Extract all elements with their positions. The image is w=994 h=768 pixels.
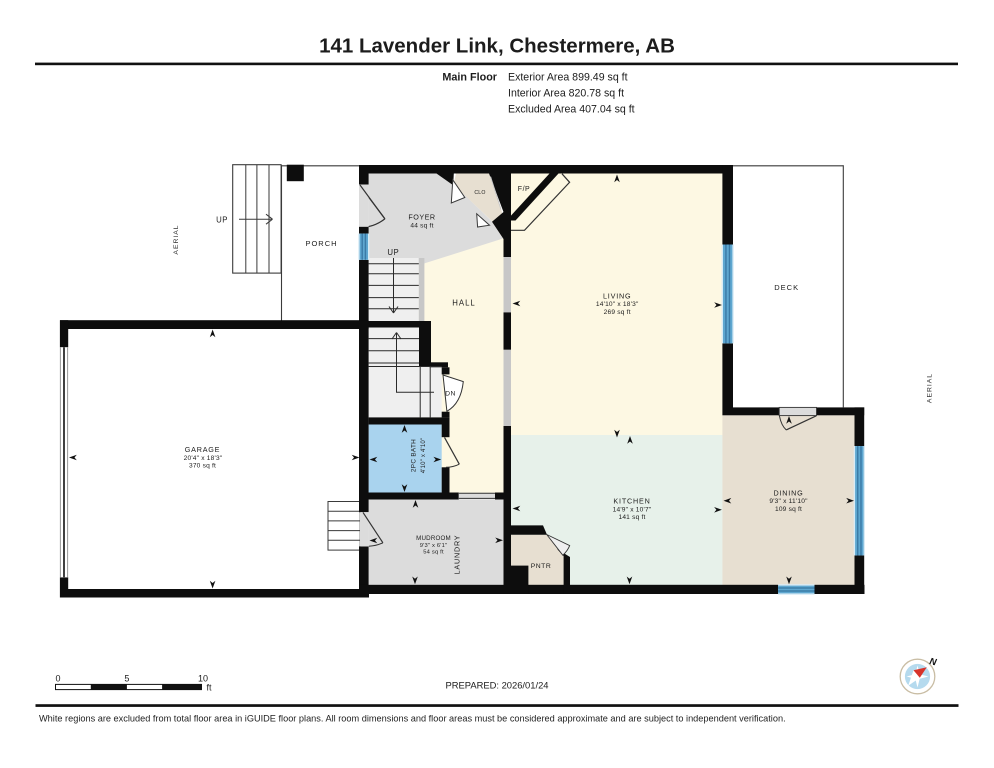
svg-text:9'3" x 11'10": 9'3" x 11'10" — [769, 498, 808, 505]
svg-text:FOYER: FOYER — [408, 213, 435, 222]
svg-text:PREPARED: 2026/01/24: PREPARED: 2026/01/24 — [445, 679, 548, 690]
svg-text:F/P: F/P — [518, 186, 530, 193]
svg-text:DINING: DINING — [774, 488, 804, 497]
svg-text:20'4" x 18'3": 20'4" x 18'3" — [184, 455, 223, 462]
svg-text:370 sq ft: 370 sq ft — [189, 463, 216, 470]
svg-text:141 Lavender Link, Chestermere: 141 Lavender Link, Chestermere, AB — [319, 35, 675, 58]
svg-text:54 sq ft: 54 sq ft — [423, 549, 444, 555]
svg-text:PORCH: PORCH — [305, 239, 337, 248]
svg-text:14'10" x 18'3": 14'10" x 18'3" — [596, 301, 639, 308]
svg-text:AERIAL: AERIAL — [927, 373, 934, 403]
svg-text:Interior Area 820.78 sq ft: Interior Area 820.78 sq ft — [508, 88, 624, 100]
svg-text:LIVING: LIVING — [603, 291, 631, 300]
svg-text:HALL: HALL — [452, 299, 476, 308]
svg-text:Main Floor: Main Floor — [442, 72, 497, 84]
svg-text:GARAGE: GARAGE — [185, 445, 221, 454]
svg-text:AERIAL: AERIAL — [173, 224, 180, 254]
svg-text:141 sq ft: 141 sq ft — [618, 514, 645, 521]
svg-text:White regions are excluded fro: White regions are excluded from total fl… — [39, 713, 786, 723]
svg-text:MUDROOM: MUDROOM — [416, 535, 451, 542]
svg-text:0: 0 — [55, 674, 60, 684]
svg-text:KITCHEN: KITCHEN — [613, 497, 650, 506]
svg-text:UP: UP — [216, 215, 228, 224]
svg-text:Exterior Area 899.49 sq ft: Exterior Area 899.49 sq ft — [508, 72, 628, 84]
svg-text:2PC BATH: 2PC BATH — [411, 439, 418, 472]
svg-text:Excluded Area 407.04 sq ft: Excluded Area 407.04 sq ft — [508, 104, 635, 116]
svg-text:LAUNDRY: LAUNDRY — [453, 535, 462, 575]
svg-text:PNTR: PNTR — [531, 563, 552, 570]
svg-text:44 sq ft: 44 sq ft — [410, 222, 433, 229]
svg-text:UP: UP — [387, 248, 399, 257]
svg-text:4'10" x 4'10": 4'10" x 4'10" — [421, 438, 427, 474]
svg-text:269 sq ft: 269 sq ft — [604, 309, 631, 316]
svg-text:ft: ft — [207, 683, 213, 693]
svg-text:DECK: DECK — [774, 283, 799, 292]
svg-text:14'9" x 10'7": 14'9" x 10'7" — [613, 506, 652, 513]
svg-text:N: N — [928, 656, 938, 668]
svg-text:9'3" x 6'1": 9'3" x 6'1" — [420, 543, 448, 549]
svg-text:109 sq ft: 109 sq ft — [775, 506, 802, 513]
svg-text:5: 5 — [124, 674, 129, 684]
svg-text:DN: DN — [445, 391, 456, 398]
svg-text:CLO: CLO — [474, 190, 485, 196]
svg-text:10: 10 — [198, 674, 208, 684]
